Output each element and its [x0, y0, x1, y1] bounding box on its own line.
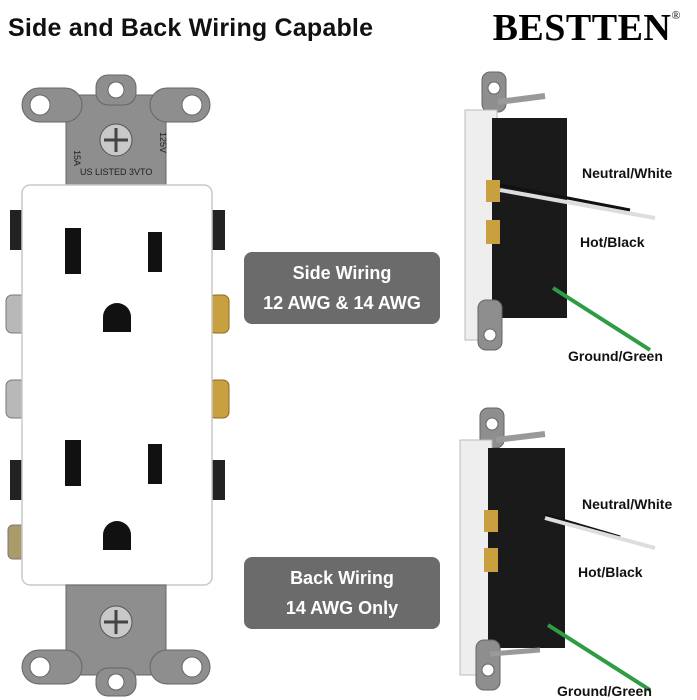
- back-wiring-title: Back Wiring: [290, 568, 394, 588]
- right-brass-screws: [208, 210, 230, 500]
- bottom-mounting-strap: [21, 584, 211, 697]
- upper-ground-hole: [103, 303, 131, 332]
- back-neutral-label: Neutral/White: [582, 496, 673, 512]
- side-hot-label: Hot/Black: [580, 234, 645, 250]
- upper-slot-right: [148, 232, 162, 272]
- brand-logo: BESTTEN®: [493, 6, 681, 50]
- back-wiring-label-box: Back Wiring 14 AWG Only: [244, 557, 440, 629]
- back-wiring-diagram: [459, 407, 656, 692]
- side-ground-label: Ground/Green: [568, 348, 663, 364]
- listing-mark: US LISTED 3VTO: [80, 167, 152, 177]
- lower-slot-right: [148, 444, 162, 484]
- lower-receptacle: [65, 440, 162, 550]
- upper-slot-left: [65, 228, 81, 274]
- page-title: Side and Back Wiring Capable: [8, 14, 374, 42]
- trademark-symbol: ®: [671, 8, 681, 22]
- brand-name: BESTTEN: [492, 7, 672, 49]
- volts-rating: 125V: [158, 132, 168, 153]
- side-wiring-spec: 12 AWG & 14 AWG: [263, 293, 421, 313]
- side-wiring-diagram: [464, 71, 656, 352]
- side-wiring-label-box: Side Wiring 12 AWG & 14 AWG: [244, 252, 440, 324]
- lower-slot-left: [65, 440, 81, 486]
- side-neutral-label: Neutral/White: [582, 165, 673, 181]
- lower-ground-hole: [103, 521, 131, 550]
- side-wiring-title: Side Wiring: [292, 263, 392, 283]
- top-mounting-strap: [21, 74, 211, 191]
- back-ground-label: Ground/Green: [557, 683, 652, 699]
- amps-rating: 15A: [72, 150, 82, 166]
- upper-receptacle: [65, 228, 162, 332]
- back-hot-label: Hot/Black: [578, 564, 643, 580]
- back-wiring-spec: 14 AWG Only: [285, 598, 399, 618]
